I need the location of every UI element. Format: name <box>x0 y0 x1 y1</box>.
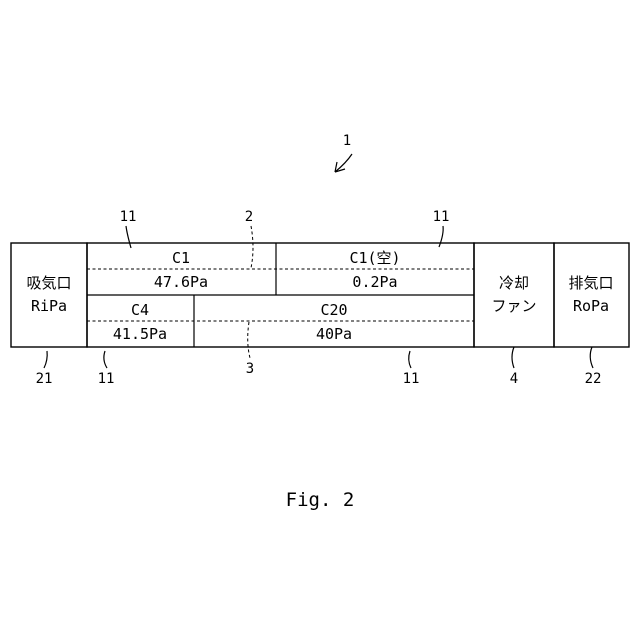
ref-lower-row: 3 <box>246 361 254 377</box>
cell-c1-pressure: 47.6Pa <box>154 273 208 291</box>
ref-cell-c1-empty: 11 <box>433 209 450 225</box>
exhaust-label: 排気口 <box>568 274 613 292</box>
figure-caption: Fig. 2 <box>286 489 355 511</box>
intake-box <box>11 243 87 347</box>
ref-device: 1 <box>343 133 351 149</box>
ref-cell-c4: 11 <box>98 371 115 387</box>
leader-intake <box>44 351 47 368</box>
cell-c20-pressure: 40Pa <box>316 325 352 343</box>
cell-c20-name: C20 <box>320 301 347 319</box>
cell-c4-pressure: 41.5Pa <box>113 325 167 343</box>
cell-c4-name: C4 <box>131 301 149 319</box>
ref-exhaust: 22 <box>585 371 602 387</box>
intake-pressure: RiPa <box>31 297 67 315</box>
ref-cell-c20: 11 <box>403 371 420 387</box>
exhaust-pressure: RoPa <box>573 297 609 315</box>
ref-upper-row: 2 <box>245 209 253 225</box>
fan-label-line1: 冷却 <box>499 274 529 292</box>
leader-exhaust <box>590 347 593 368</box>
leader-cell-c1-empty <box>439 226 443 247</box>
leader-upper-row <box>251 226 253 268</box>
cell-c1-empty-name: C1(空) <box>349 249 400 267</box>
leader-cell-c4 <box>104 351 107 368</box>
cell-c1-empty-pressure: 0.2Pa <box>352 273 397 291</box>
leader-cell-c1 <box>126 226 131 248</box>
fan-label-line2: ファン <box>491 297 536 315</box>
leader-fan <box>512 347 514 368</box>
fan-box <box>474 243 554 347</box>
leader-cell-c20 <box>409 351 411 368</box>
device-arrow <box>335 154 352 172</box>
ref-fan: 4 <box>510 371 518 387</box>
intake-label: 吸気口 <box>26 274 71 292</box>
exhaust-box <box>554 243 629 347</box>
ref-cell-c1: 11 <box>120 209 137 225</box>
cell-c1-name: C1 <box>172 249 190 267</box>
ref-intake: 21 <box>36 371 53 387</box>
leader-lower-row <box>248 322 250 358</box>
